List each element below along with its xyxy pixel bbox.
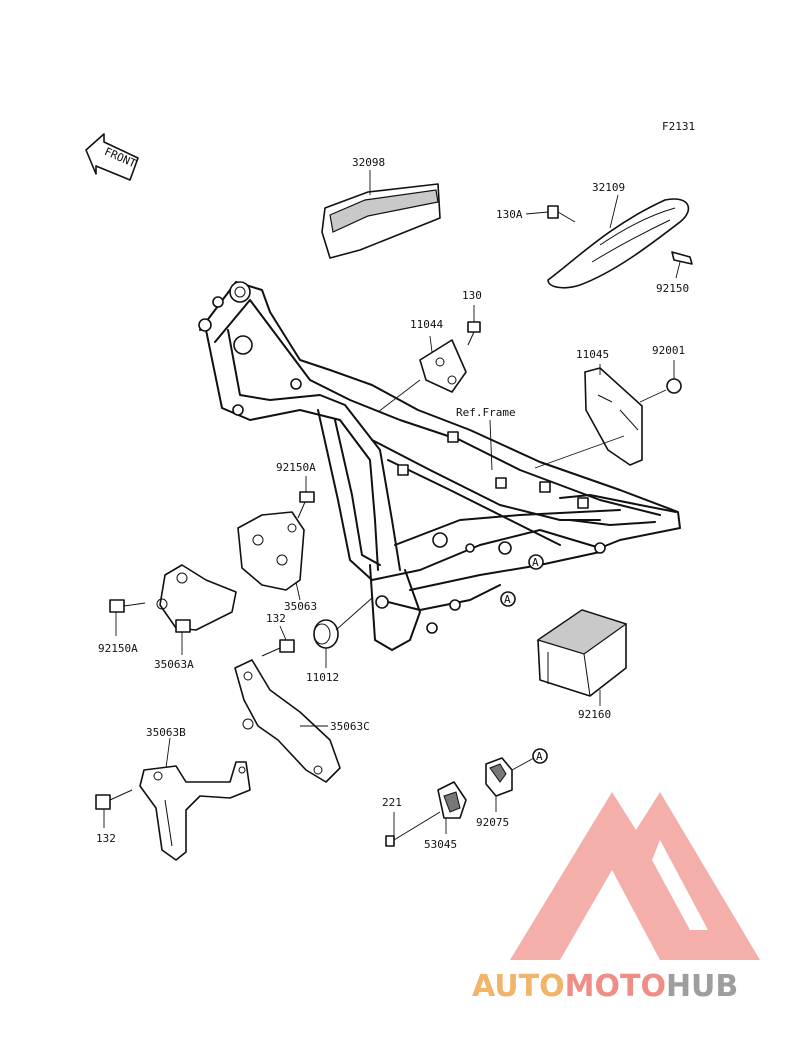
part-92075-damper	[485, 757, 535, 812]
part-132-bolt-mid	[261, 625, 295, 657]
watermark-logo-icon	[510, 792, 760, 960]
label-35063A: 35063A	[154, 658, 194, 671]
part-11044-bracket	[377, 335, 467, 413]
label-130: 130	[462, 289, 482, 302]
label-92150A-left: 92150A	[98, 642, 138, 655]
watermark-text: AUTOMOTOHUB	[472, 969, 738, 1004]
label-92150A-top: 92150A	[276, 461, 316, 474]
label-130A: 130A	[496, 208, 523, 221]
label-92150: 92150	[656, 282, 689, 295]
part-35063A-bracket	[156, 564, 237, 655]
front-arrow-icon: FRONT	[85, 133, 139, 181]
ref-marker-a-2: A	[500, 591, 516, 607]
part-92001-nut	[639, 360, 682, 403]
part-35063C-bracket	[234, 659, 341, 783]
frame-assembly	[198, 281, 681, 651]
part-53045-clamp	[437, 781, 467, 834]
part-92160-box	[536, 609, 628, 706]
part-11045-plate	[534, 364, 643, 469]
part-32098-cover	[321, 170, 441, 259]
svg-text:A: A	[532, 556, 539, 569]
part-130A-bolt	[525, 205, 576, 223]
label-221: 221	[382, 796, 402, 809]
part-92150-bolt	[671, 251, 693, 279]
label-11044: 11044	[410, 318, 443, 331]
label-92001: 92001	[652, 344, 685, 357]
svg-text:AUTOMOTOHUB: AUTOMOTOHUB	[472, 969, 738, 1004]
part-32109-guard	[547, 194, 690, 289]
part-11012-cap	[313, 597, 373, 668]
label-92075: 92075	[476, 816, 509, 829]
label-32098: 32098	[352, 156, 385, 169]
part-35063B-bracket	[139, 737, 251, 861]
part-92150A-bolt-left	[109, 599, 146, 636]
label-53045: 53045	[424, 838, 457, 851]
svg-text:A: A	[504, 593, 511, 606]
ref-marker-a-3: A	[532, 748, 548, 764]
label-32109: 32109	[592, 181, 625, 194]
part-130-bolt	[467, 305, 481, 346]
label-11012: 11012	[306, 671, 339, 684]
ref-frame-label: Ref.Frame	[456, 406, 516, 419]
label-35063B: 35063B	[146, 726, 186, 739]
label-132-bottom: 132	[96, 832, 116, 845]
label-92160: 92160	[578, 708, 611, 721]
label-132-mid: 132	[266, 612, 286, 625]
part-35063-bracket	[237, 511, 305, 601]
svg-text:A: A	[536, 750, 543, 763]
label-35063C: 35063C	[330, 720, 370, 733]
label-11045: 11045	[576, 348, 609, 361]
part-132-bolt-bottom	[95, 789, 133, 828]
label-35063: 35063	[284, 600, 317, 613]
figure-code: F2131	[662, 120, 695, 133]
part-92150A-bolt-top	[297, 476, 315, 519]
ref-marker-a-1: A	[528, 554, 544, 570]
part-221-screw	[385, 811, 441, 847]
